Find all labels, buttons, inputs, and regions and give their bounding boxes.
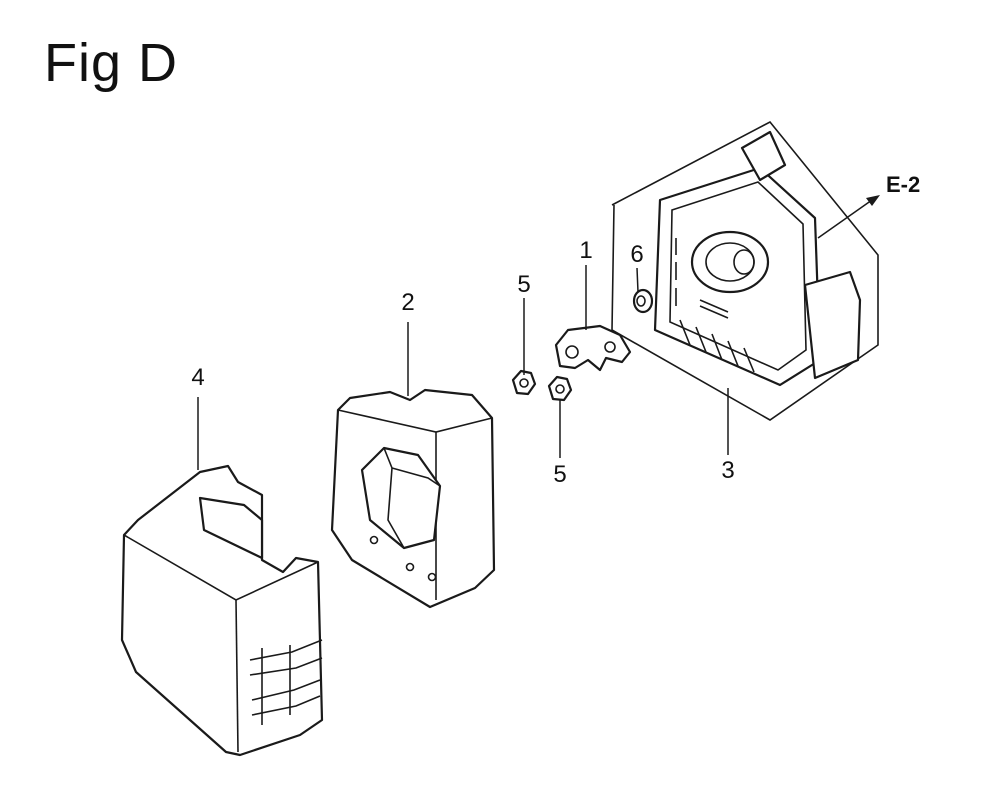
part-1-bracket bbox=[554, 324, 632, 372]
part-3-air-cleaner-base bbox=[611, 120, 879, 421]
part-5-nut-lower bbox=[547, 375, 573, 402]
reference-arrow-line bbox=[817, 199, 873, 239]
callout-3: 3 bbox=[721, 457, 734, 484]
part-4-air-cleaner-cover bbox=[120, 464, 324, 757]
callout-1: 1 bbox=[579, 237, 592, 264]
reference-arrowhead-icon bbox=[866, 195, 880, 206]
callout-4: 4 bbox=[191, 364, 204, 391]
callout-2: 2 bbox=[401, 289, 414, 316]
part-6-collar bbox=[632, 288, 654, 314]
part-5-nut-upper bbox=[511, 369, 537, 396]
callout-6: 6 bbox=[630, 241, 643, 268]
leader-line-6 bbox=[636, 267, 639, 293]
figure-title: Fig D bbox=[44, 33, 179, 93]
reference-label: E-2 bbox=[886, 172, 920, 197]
part-2-filter-element bbox=[330, 388, 496, 609]
callout-5-lower: 5 bbox=[553, 461, 566, 488]
callout-5-upper: 5 bbox=[517, 271, 530, 298]
